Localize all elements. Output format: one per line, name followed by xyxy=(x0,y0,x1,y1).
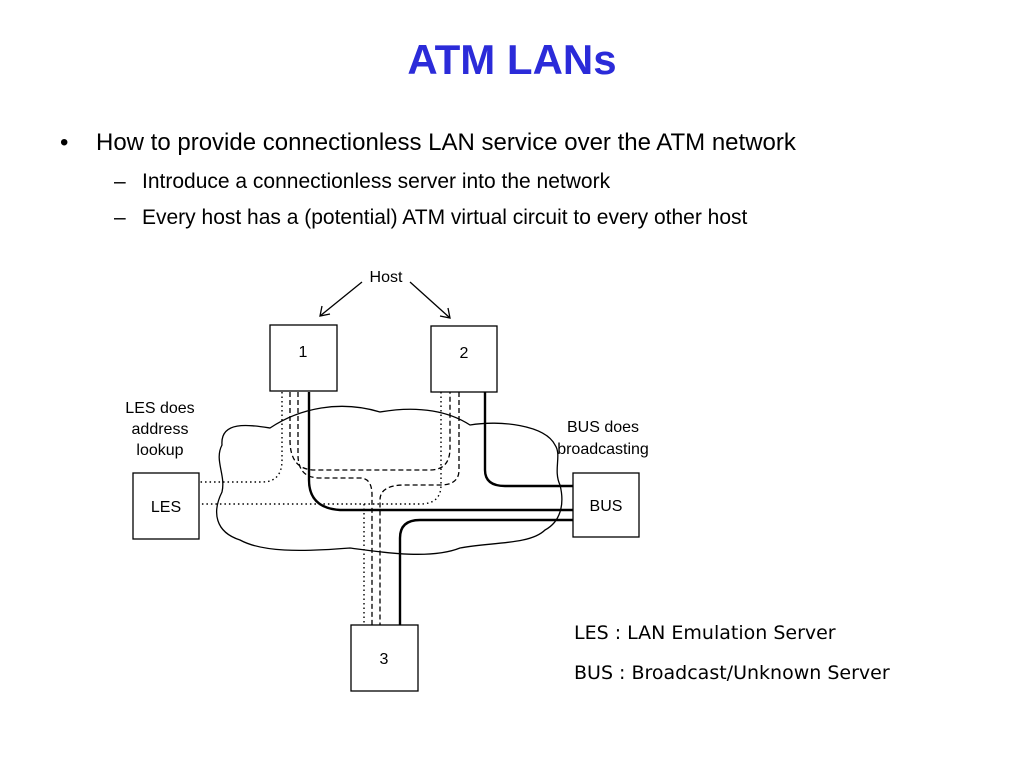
les-note-line-1: LES does xyxy=(125,400,194,417)
bullet-dot-icon: • xyxy=(60,129,69,156)
les-note-line-3: lookup xyxy=(136,442,183,459)
bus-note-line-2: broadcasting xyxy=(557,441,649,458)
legend-bus: BUS : Broadcast/Unknown Server xyxy=(574,662,890,684)
host-2-label: 2 xyxy=(460,345,469,362)
bus-node: BUS xyxy=(572,472,640,538)
sub-bullet-2: –Every host has a (potential) ATM virtua… xyxy=(114,205,747,231)
les-label: LES xyxy=(151,499,181,516)
slide-title: ATM LANs xyxy=(407,36,617,83)
les-circuits xyxy=(200,392,442,625)
les-node: LES xyxy=(132,472,200,540)
network-cloud xyxy=(216,405,563,555)
bus-note-line-1: BUS does xyxy=(567,419,639,436)
bus-label: BUS xyxy=(590,498,623,515)
host-1-node: 1 xyxy=(269,324,338,392)
sub-bullet-2-text: Every host has a (potential) ATM virtual… xyxy=(142,206,748,229)
dash-icon: – xyxy=(114,170,126,193)
host-circuits xyxy=(289,392,460,625)
host-label: Host xyxy=(370,269,403,286)
host-1-label: 1 xyxy=(299,344,308,361)
main-bullet: • How to provide connectionless LAN servi… xyxy=(60,128,796,158)
les-note-line-2: address xyxy=(132,421,189,438)
host-arrows xyxy=(319,281,451,319)
bus-circuits xyxy=(307,392,573,625)
sub-bullet-1: –Introduce a connectionless server into … xyxy=(114,169,610,195)
les-note: LES does address lookup xyxy=(125,400,194,459)
host-2-node: 2 xyxy=(430,325,498,393)
sub-bullet-1-text: Introduce a connectionless server into t… xyxy=(142,170,611,193)
host-3-label: 3 xyxy=(380,651,389,668)
main-bullet-text: How to provide connectionless LAN servic… xyxy=(96,129,796,156)
dash-icon: – xyxy=(114,206,126,229)
bus-note: BUS does broadcasting xyxy=(557,419,649,458)
host-3-node: 3 xyxy=(350,624,419,692)
legend-les: LES : LAN Emulation Server xyxy=(574,622,836,644)
